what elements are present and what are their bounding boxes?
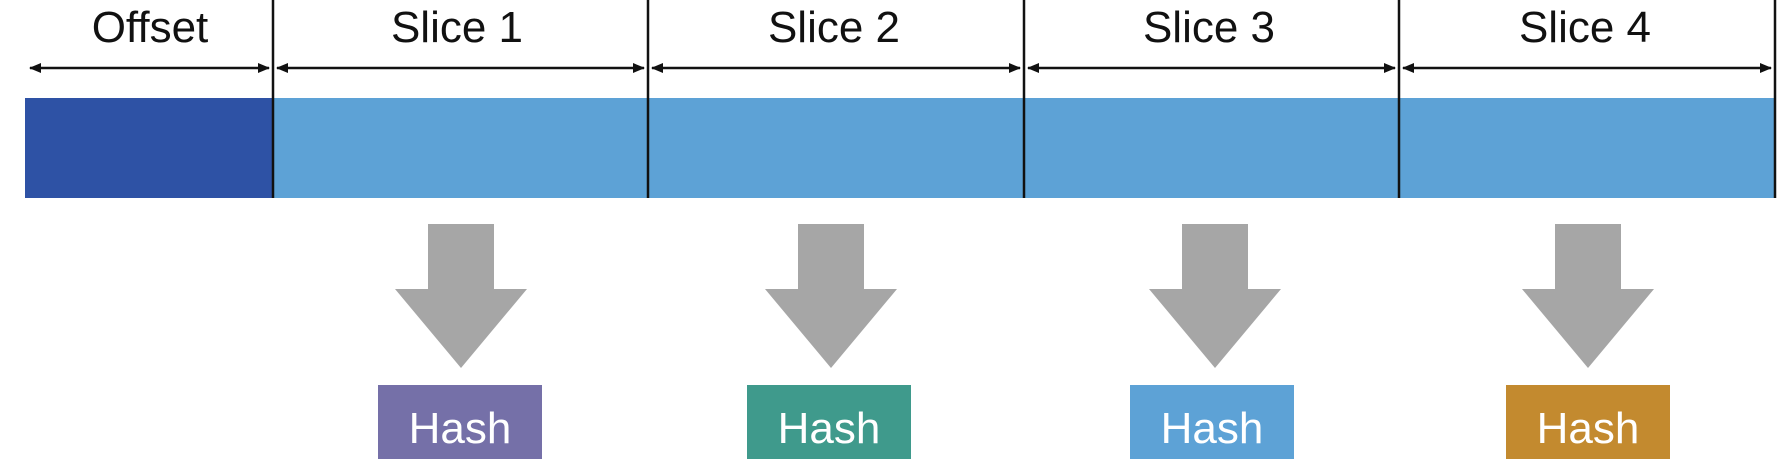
hash-box-fill — [747, 385, 911, 459]
hash-box-slice-3: Hash — [1130, 385, 1294, 459]
segment-dividers — [271, 0, 1777, 198]
down-arrow-icon — [765, 224, 897, 368]
segment-label-slice-1: Slice 1 — [391, 3, 523, 52]
down-arrow-icon — [395, 224, 527, 368]
hash-label: Hash — [1537, 404, 1640, 453]
segment-label-offset: Offset — [92, 3, 209, 52]
down-arrow-icon — [1522, 224, 1654, 368]
down-arrows — [395, 224, 1654, 368]
hash-box-fill — [1506, 385, 1670, 459]
segment-slice-2-block — [648, 98, 1024, 198]
hash-label: Hash — [409, 404, 512, 453]
hash-label: Hash — [778, 404, 881, 453]
hash-label: Hash — [1161, 404, 1264, 453]
segment-label-slice-3: Slice 3 — [1143, 3, 1275, 52]
data-bar — [25, 98, 1775, 198]
segment-label-slice-4: Slice 4 — [1519, 3, 1651, 52]
segment-slice-1-block — [273, 98, 648, 198]
hash-boxes: Hash Hash Hash Hash — [378, 385, 1670, 459]
segment-labels: Offset Slice 1 Slice 2 Slice 3 Slice 4 — [92, 3, 1651, 52]
segment-slice-3-block — [1024, 98, 1399, 198]
segment-offset-block — [25, 98, 273, 198]
segment-label-slice-2: Slice 2 — [768, 3, 900, 52]
hash-box-fill — [378, 385, 542, 459]
hash-box-slice-1: Hash — [378, 385, 542, 459]
hash-box-slice-4: Hash — [1506, 385, 1670, 459]
segment-slice-4-block — [1399, 98, 1775, 198]
hash-box-slice-2: Hash — [747, 385, 911, 459]
down-arrow-icon — [1149, 224, 1281, 368]
hash-box-fill — [1130, 385, 1294, 459]
